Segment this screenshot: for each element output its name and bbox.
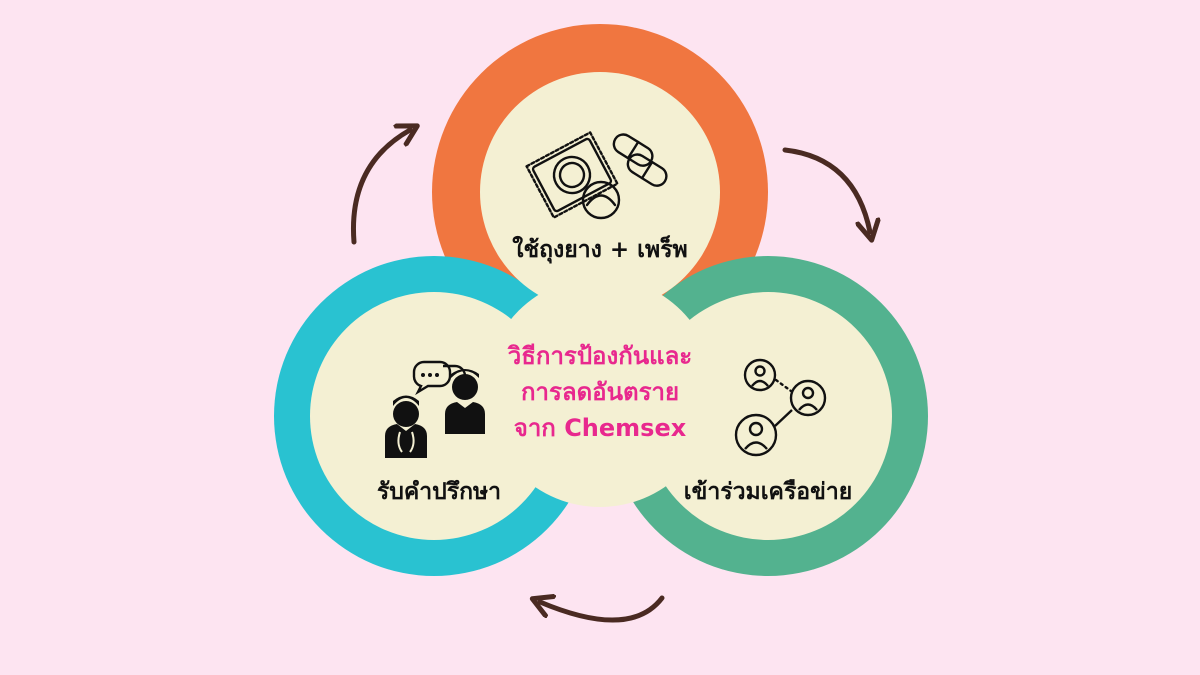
center-title-line-1: วิธีการป้องกันและ	[507, 342, 693, 370]
cycle-arrows	[350, 130, 870, 623]
network-icon	[734, 358, 827, 457]
center-title-line-3: จาก Chemsex	[513, 414, 687, 442]
arrow-top-to-right	[782, 147, 870, 232]
label-left: รับคำปรึกษา	[376, 479, 502, 505]
center-title-line-2: การลดอันตราย	[520, 378, 680, 406]
condom-and-pills-icon	[525, 131, 668, 220]
arrow-left-to-top	[350, 130, 410, 245]
label-top: ใช้ถุงยาง + เพร็พ	[512, 237, 688, 263]
inner-disc-center	[485, 277, 715, 507]
label-right: เข้าร่วมเครือข่าย	[683, 479, 853, 505]
inner-discs	[310, 72, 892, 540]
counseling-icon	[385, 360, 485, 458]
arrow-right-to-left	[540, 598, 665, 623]
center-title: วิธีการป้องกันและ การลดอันตราย จาก Chems…	[508, 338, 692, 446]
